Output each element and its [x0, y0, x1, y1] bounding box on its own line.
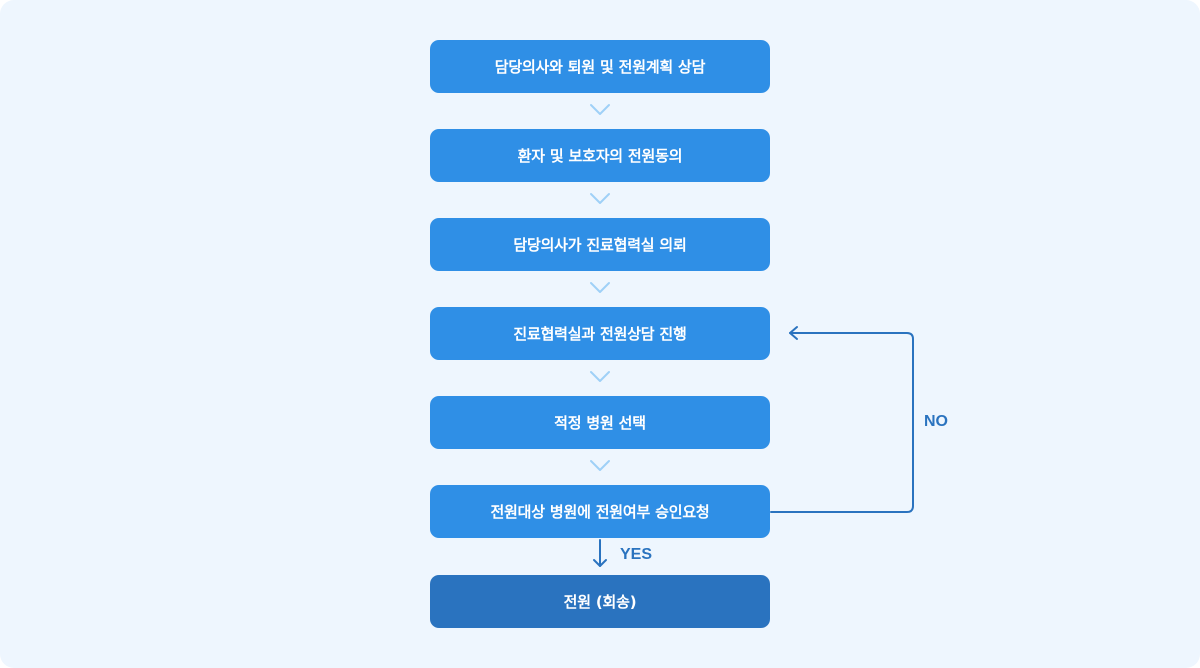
chevron-down-icon [590, 282, 610, 293]
chevron-down-icon [590, 193, 610, 204]
no-label: NO [924, 413, 948, 430]
chevron-down-icon [590, 460, 610, 471]
step-select-hospital: 적정 병원 선택 [430, 396, 770, 449]
chevron-down-icon [590, 371, 610, 382]
step-transfer-final: 전원 (회송) [430, 575, 770, 628]
chevron-down-icon [590, 104, 610, 115]
yes-arrow-icon [593, 539, 607, 567]
step-referral-request: 담당의사가 진료협력실 의뢰 [430, 218, 770, 271]
step-discharge-consult: 담당의사와 퇴원 및 전원계획 상담 [430, 40, 770, 93]
yes-label: YES [620, 546, 653, 563]
step-patient-consent: 환자 및 보호자의 전원동의 [430, 129, 770, 182]
step-approval-request: 전원대상 병원에 전원여부 승인요청 [430, 485, 770, 538]
step-transfer-consult: 진료협력실과 전원상담 진행 [430, 307, 770, 360]
no-loop-arrow-icon [770, 326, 914, 513]
